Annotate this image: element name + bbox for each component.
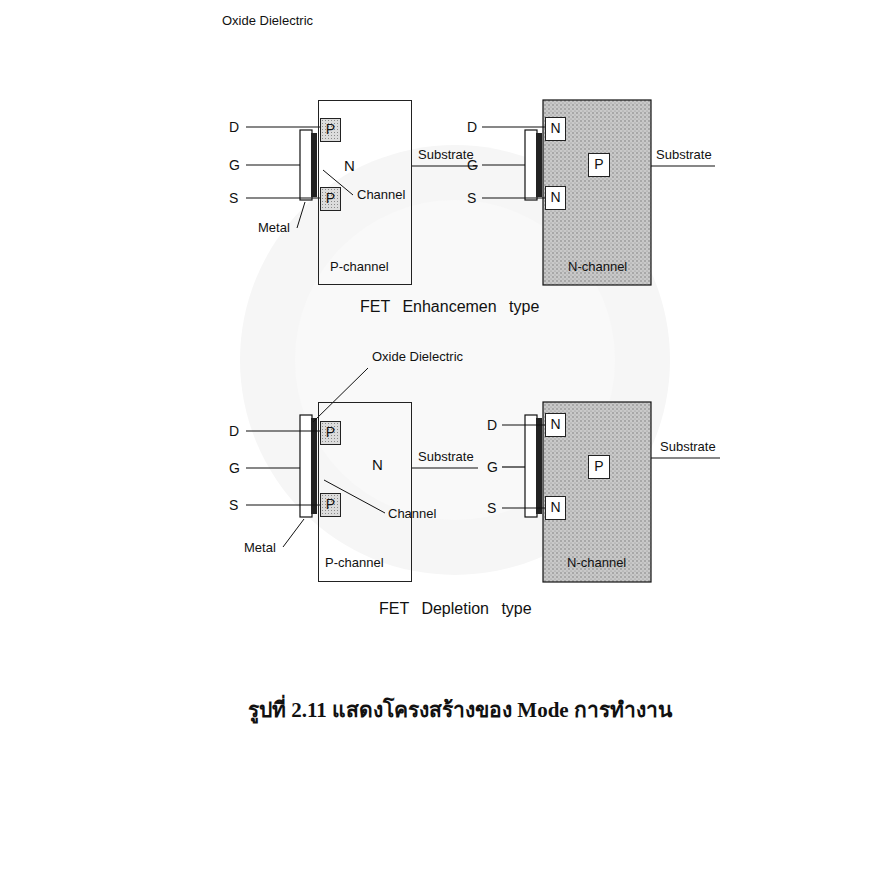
drawing-part xyxy=(246,164,300,165)
substrate-label: Substrate xyxy=(656,148,712,163)
terminal-label: S xyxy=(467,190,476,206)
region-letter: P xyxy=(326,122,335,137)
pmos-depletion xyxy=(246,368,478,547)
drawing-part xyxy=(536,133,542,197)
region-letter: N xyxy=(550,417,560,432)
doped-region: N xyxy=(545,413,566,437)
substrate-label: Substrate xyxy=(418,450,474,465)
drawing-part xyxy=(313,368,368,422)
region-letter: N xyxy=(550,121,560,136)
drawing-part xyxy=(246,126,320,127)
terminal-label: D xyxy=(229,119,239,135)
section-heading: FET Depletion type xyxy=(379,600,532,618)
region-letter: P xyxy=(594,459,603,474)
drawing-part xyxy=(502,507,545,508)
terminal-label: G xyxy=(229,460,240,476)
figure-caption: รูปที่ 2.11 แสดงโครงสร้างของ Mode การทำง… xyxy=(248,698,672,722)
terminal-label: S xyxy=(229,497,238,513)
terminal-label: D xyxy=(229,423,239,439)
region-letter: P xyxy=(326,497,335,512)
type-label: P-channel xyxy=(330,260,389,275)
drawing-part xyxy=(543,100,651,285)
doped-region: N xyxy=(545,117,566,141)
drawing-part xyxy=(311,133,317,197)
structure-label: Metal xyxy=(244,541,276,556)
doped-region: P xyxy=(320,493,341,517)
substrate-label: Substrate xyxy=(660,440,716,455)
type-label: P-channel xyxy=(325,556,384,571)
type-label: N-channel xyxy=(567,556,626,571)
pmos-enhancement xyxy=(246,127,478,228)
drawing-part xyxy=(246,504,320,505)
drawing-part xyxy=(482,197,545,198)
drawing-part xyxy=(502,466,525,467)
terminal-label: G xyxy=(467,157,478,173)
drawing-part xyxy=(324,480,385,513)
drawing-part xyxy=(311,418,317,514)
drawing-part xyxy=(482,164,525,165)
doped-region: P xyxy=(320,187,341,211)
structure-label: Oxide Dielectric xyxy=(372,350,463,365)
structure-label: Metal xyxy=(258,221,290,236)
section-heading: FET Enhancemen type xyxy=(360,298,539,316)
drawing-part xyxy=(536,418,542,514)
nmos-depletion xyxy=(502,402,720,582)
terminal-label: S xyxy=(487,500,496,516)
drawing-part xyxy=(300,415,312,517)
drawing-part xyxy=(246,430,320,431)
drawing-part xyxy=(525,415,537,517)
drawing-part xyxy=(651,457,720,458)
substrate-label: Substrate xyxy=(418,148,474,163)
region-label: Channel xyxy=(388,507,436,522)
region-letter: P xyxy=(594,157,603,172)
doped-region: P xyxy=(588,455,610,479)
drawing-part xyxy=(543,402,651,582)
type-label: N-channel xyxy=(568,260,627,275)
drawing-part xyxy=(651,165,715,166)
region-letter: P xyxy=(326,425,335,440)
doped-region: P xyxy=(320,118,341,142)
drawing-part xyxy=(246,197,320,198)
terminal-label: D xyxy=(467,119,477,135)
drawing-part xyxy=(246,467,300,468)
terminal-label: G xyxy=(487,459,498,475)
region-letter: N xyxy=(372,457,383,474)
drawing-part xyxy=(283,519,304,547)
region-letter: N xyxy=(344,158,355,175)
drawing-part xyxy=(482,126,545,127)
doped-region: N xyxy=(545,496,566,520)
nmos-enhancement xyxy=(482,100,715,285)
drawing-part xyxy=(525,130,537,200)
doped-region: N xyxy=(545,186,566,210)
region-letter: N xyxy=(550,500,560,515)
structure-label: Oxide Dielectric xyxy=(222,14,313,29)
drawing-part xyxy=(412,467,478,468)
terminal-label: D xyxy=(487,417,497,433)
region-letter: P xyxy=(326,191,335,206)
drawing-part xyxy=(300,130,312,200)
substrate-body: N P P xyxy=(318,402,412,582)
doped-region: P xyxy=(320,421,341,445)
doped-region: P xyxy=(588,153,610,177)
terminal-label: G xyxy=(229,157,240,173)
drawing-part xyxy=(297,202,305,228)
drawing-part xyxy=(502,424,545,425)
region-letter: N xyxy=(550,190,560,205)
region-label: Channel xyxy=(357,188,405,203)
terminal-label: S xyxy=(229,190,238,206)
